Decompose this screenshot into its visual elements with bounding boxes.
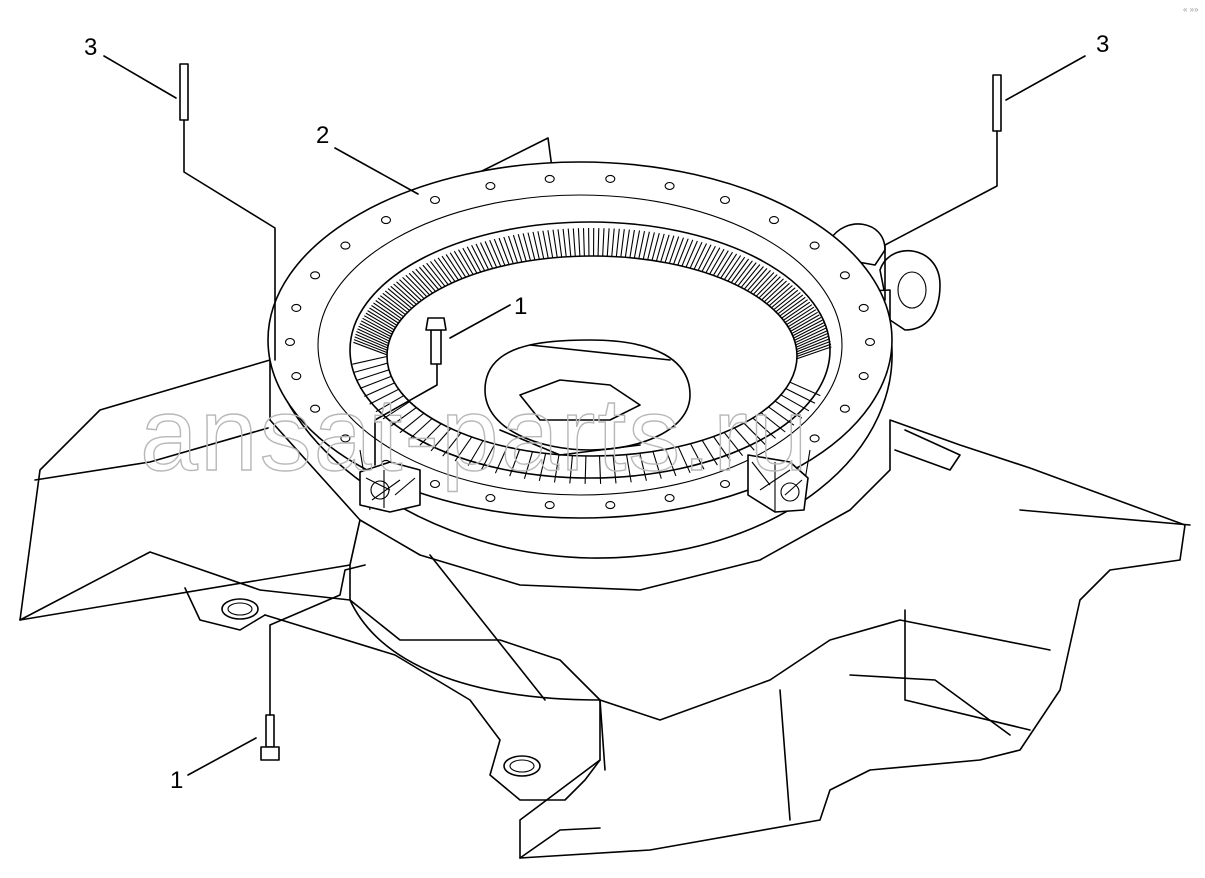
leader-lines: [103, 55, 1086, 776]
bolt-hole: [429, 195, 441, 205]
bolt-hole: [605, 174, 616, 183]
bolt-hole: [664, 181, 675, 191]
callout-pin-left: 3: [84, 34, 97, 61]
bolt-hole: [664, 493, 675, 503]
bolt-hole: [485, 181, 496, 191]
watermark: ansat-parts.ru: [140, 377, 810, 493]
pin-left: [179, 63, 276, 361]
center-plate: [484, 339, 691, 456]
bolt-hole: [284, 337, 296, 347]
bolt-hole: [544, 174, 555, 183]
bolt-hole: [719, 195, 731, 205]
frame-casting: [19, 359, 1191, 859]
bolt-hole: [719, 479, 731, 489]
bolt-hole: [864, 337, 876, 347]
bolt-hole: [809, 434, 820, 443]
bolt-hole: [858, 303, 869, 312]
callout-bolt-top: 1: [514, 293, 527, 320]
bearing-cross-section-right: [747, 454, 809, 513]
bolt-hole: [605, 501, 616, 510]
bolt-hole: [429, 479, 441, 489]
lifting-lug: [479, 137, 941, 331]
bolt-hole: [768, 216, 780, 225]
callout-bolt-bottom: 1: [170, 767, 183, 794]
bolt-top: [374, 317, 447, 466]
bearing-cross-section-left: [359, 461, 421, 513]
bolt-hole: [485, 493, 496, 503]
bolt-hole: [291, 303, 302, 312]
bolt-hole: [291, 372, 302, 381]
bolt-hole: [809, 241, 820, 250]
callout-pin-right: 3: [1096, 31, 1109, 58]
bearing-bolt-holes: [284, 174, 876, 510]
pin-right: [884, 74, 1002, 301]
bolt-hole: [340, 241, 351, 250]
bolt-hole: [839, 404, 850, 413]
bolt-bottom: [260, 564, 366, 761]
bolt-hole: [340, 434, 351, 443]
bolt-hole: [310, 404, 321, 413]
corner-mark: « »»: [1183, 5, 1199, 14]
bolt-hole: [380, 216, 392, 225]
bolt-hole: [839, 271, 850, 280]
callout-bearing: 2: [316, 122, 329, 149]
bolt-hole: [544, 501, 555, 510]
bolt-hole: [858, 372, 869, 381]
bolt-hole: [310, 271, 321, 280]
